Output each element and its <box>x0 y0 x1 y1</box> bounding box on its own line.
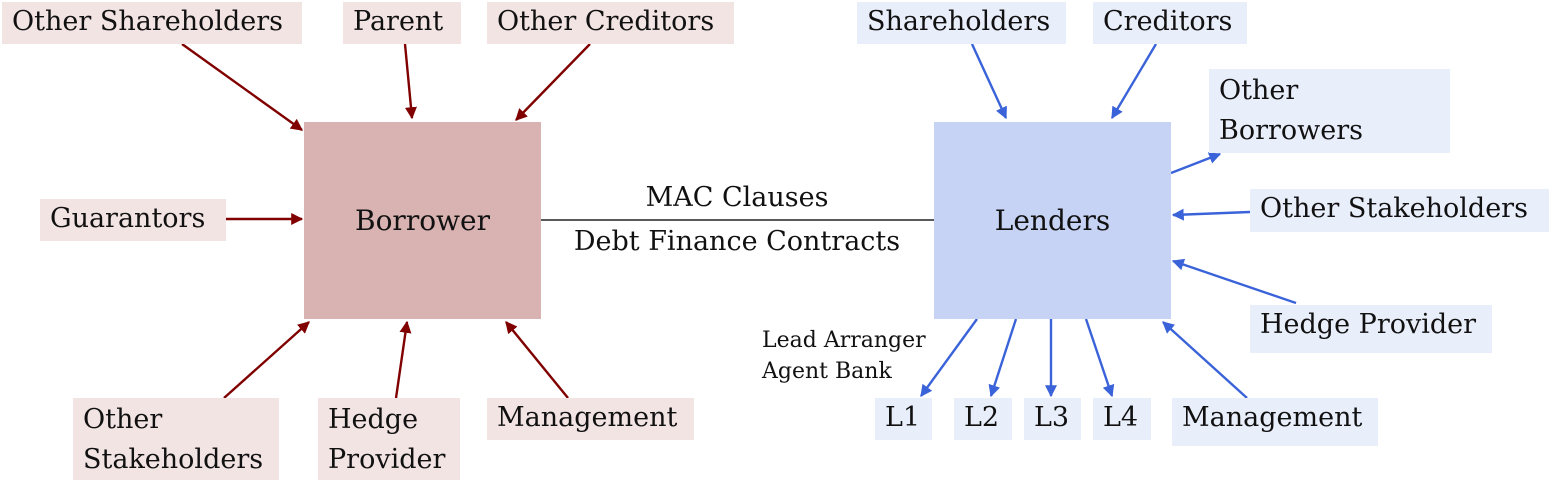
other-borrowers-line2: Borrowers <box>1219 115 1364 146</box>
arrow-hedge-provider-to-lenders <box>1171 258 1297 305</box>
guarantors-node: Guarantors <box>40 199 226 241</box>
lender-l1-node: L1 <box>875 398 932 440</box>
arrow-lenders-to-other-borrowers <box>1170 152 1222 175</box>
arrow-shareholders-to-lenders <box>970 43 1008 120</box>
hedge-provider-lenders-node: Hedge Provider <box>1250 305 1492 353</box>
arrow-other-stakeholders-to-borrower <box>223 321 310 399</box>
arrow-hedge-provider-to-borrower <box>394 320 412 399</box>
arrow-other-shareholders-to-borrower <box>181 43 303 131</box>
arrow-management-to-lenders <box>1162 321 1248 399</box>
debt-finance-contracts-label: Debt Finance Contracts <box>573 226 901 257</box>
other-shareholders-node: Other Shareholders <box>2 2 302 44</box>
lenders-label: Lenders <box>994 204 1111 237</box>
other-borrowers-node: Other Borrowers <box>1209 69 1450 153</box>
arrow-management-to-borrower <box>505 321 569 399</box>
other-borrowers-line1: Other <box>1219 75 1299 106</box>
agent-bank-label: Agent Bank <box>762 359 892 384</box>
borrower-label: Borrower <box>355 204 490 237</box>
management-lenders-node: Management <box>1172 398 1378 446</box>
lender-l3-node: L3 <box>1024 398 1081 440</box>
hedge-provider-line1: Hedge <box>328 404 419 435</box>
other-stakeholders-line2: Stakeholders <box>83 444 264 475</box>
arrow-lenders-to-l4 <box>1084 318 1115 398</box>
hedge-provider-line2: Provider <box>328 444 446 475</box>
lender-l4-node: L4 <box>1093 398 1151 440</box>
shareholders-node: Shareholders <box>857 2 1066 44</box>
arrow-parent-to-borrower <box>403 43 417 120</box>
borrower-box: Borrower <box>304 122 541 319</box>
other-creditors-node: Other Creditors <box>487 2 734 44</box>
hedge-provider-node: Hedge Provider <box>318 398 460 480</box>
other-stakeholders-lenders-node: Other Stakeholders <box>1250 189 1549 232</box>
other-stakeholders-node: Other Stakeholders <box>73 398 279 480</box>
arrow-other-creditors-to-borrower <box>515 43 591 121</box>
management-borrower-node: Management <box>487 398 694 440</box>
lender-l2-node: L2 <box>954 398 1012 440</box>
arrow-creditors-to-lenders <box>1110 43 1158 120</box>
arrow-lenders-to-l2 <box>988 318 1018 398</box>
lenders-box: Lenders <box>934 122 1171 319</box>
creditors-node: Creditors <box>1093 2 1247 44</box>
lead-arranger-label: Lead Arranger <box>762 328 926 353</box>
arrow-other-stakeholders-to-lenders <box>1171 208 1251 221</box>
other-stakeholders-line1: Other <box>83 404 163 435</box>
arrow-lenders-to-l1 <box>920 318 978 397</box>
parent-node: Parent <box>343 2 461 44</box>
mac-clauses-label: MAC Clauses <box>645 182 829 213</box>
